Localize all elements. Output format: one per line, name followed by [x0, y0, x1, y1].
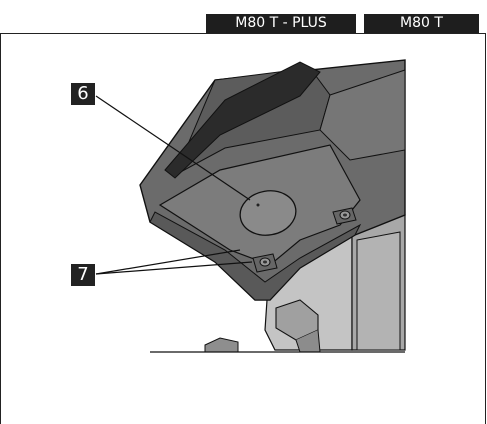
display-screen: [164, 61, 321, 179]
screw-right: [332, 207, 357, 225]
head-bottom-lip: [149, 211, 362, 301]
callout-label-7: 7: [71, 264, 95, 286]
leader-7b: [95, 261, 253, 275]
stand-front-panel: [356, 231, 401, 351]
left-foot: [204, 337, 239, 353]
head-right-panel: [319, 69, 406, 161]
screw-left: [252, 253, 278, 273]
round-button: [239, 190, 297, 236]
leader-7a: [95, 249, 241, 275]
model-tab-plus: M80 T - PLUS: [206, 14, 356, 33]
leader-6: [95, 95, 251, 201]
frame-left-border: [0, 33, 1, 424]
callout-label-6: 6: [71, 83, 95, 105]
frame-top-border: [0, 33, 486, 34]
model-tab-standard: M80 T: [364, 14, 479, 33]
frame-right-border: [485, 33, 486, 424]
